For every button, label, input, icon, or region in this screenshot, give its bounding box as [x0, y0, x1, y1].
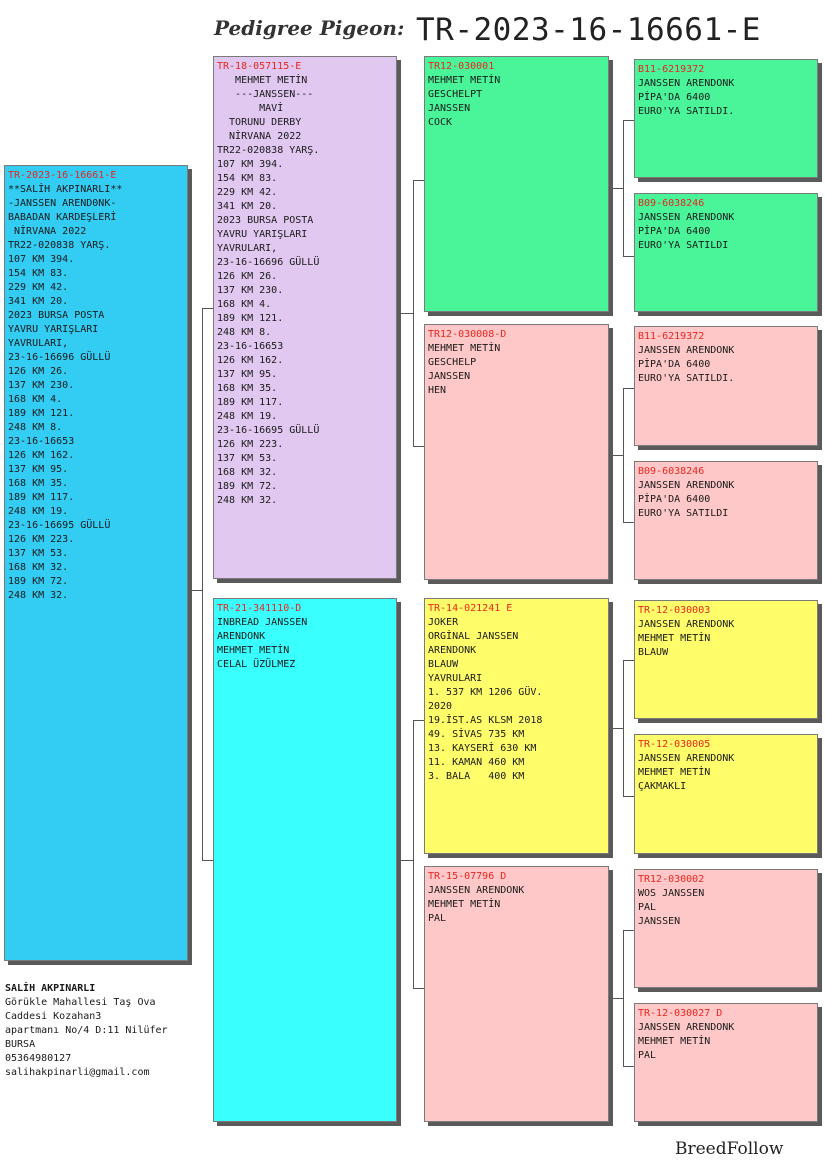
pigeon-details: MEHMET METİN GESCHELPT JANSSEN COCK [428, 75, 501, 128]
connector-line [623, 1066, 634, 1067]
brand-logo-text: BreedFollow [675, 1139, 784, 1159]
ring-number: TR-14-021241 E [428, 603, 513, 614]
page-title-ring: TR-2023-16-16661-E [416, 12, 761, 48]
connector-line [623, 388, 624, 522]
great-grandparent-card[interactable]: B09-6038246 JANSSEN ARENDONK PİPA'DA 640… [634, 461, 818, 580]
subject-pigeon-card[interactable]: TR-2023-16-16661-E **SALİH AKPINARLI** -… [4, 165, 188, 961]
owner-name: SALİH AKPINARLI [5, 983, 96, 994]
great-grandparent-card[interactable]: B11-6219372 JANSSEN ARENDONK PİPA'DA 640… [634, 326, 818, 446]
owner-address-line: apartmanı No/4 D:11 Nilüfer [5, 1025, 168, 1036]
pigeon-details: JANSSEN ARENDONK MEHMET METİN BLAUW [638, 619, 735, 658]
connector-line [623, 660, 634, 661]
page-title-label: Pedigree Pigeon: [214, 16, 405, 40]
connector-line [413, 446, 424, 447]
connector-line [398, 313, 413, 314]
connector-line [610, 188, 623, 189]
ring-number: TR-15-07796 D [428, 871, 507, 882]
connector-line [610, 728, 623, 729]
owner-address-line: Caddesi Kozahan3 [5, 1011, 102, 1022]
grandsire-maternal-card[interactable]: TR-14-021241 E JOKER ORGİNAL JANSSEN ARE… [424, 598, 609, 854]
owner-address-line: BURSA [5, 1039, 36, 1050]
pigeon-details: **SALİH AKPINARLI** -JANSSEN AREND0NK- B… [8, 184, 123, 601]
ring-number: TR12-030002 [638, 874, 705, 885]
connector-line [202, 308, 203, 860]
connector-line [623, 120, 634, 121]
pigeon-details: MEHMET METİN GESCHELP JANSSEN HEN [428, 343, 501, 396]
pigeon-details: WOS JANSSEN PAL JANSSEN [638, 888, 705, 927]
connector-line [413, 988, 424, 989]
pigeon-details: JANSSEN ARENDONK PİPA'DA 6400 EURO'YA SA… [638, 212, 735, 251]
connector-line [623, 120, 624, 256]
ring-number: TR-18-057115-E [217, 61, 302, 72]
ring-number: B11-6219372 [638, 331, 705, 342]
ring-number: TR-21-341110-D [217, 603, 302, 614]
ring-number: TR-12-030003 [638, 605, 711, 616]
granddam-maternal-card[interactable]: TR-15-07796 D JANSSEN ARENDONK MEHMET ME… [424, 866, 609, 1122]
connector-line [189, 590, 202, 591]
connector-line [202, 308, 213, 309]
great-grandparent-card[interactable]: TR-12-030003 JANSSEN ARENDONK MEHMET MET… [634, 600, 818, 719]
pigeon-details: JANSSEN ARENDONK MEHMET METİN ÇAKMAKLI [638, 753, 735, 792]
grandsire-paternal-card[interactable]: TR12-030001 MEHMET METİN GESCHELPT JANSS… [424, 56, 609, 312]
ring-number: TR-12-030027 D [638, 1008, 723, 1019]
pigeon-details: JANSSEN ARENDONK MEHMET METİN PAL [638, 1022, 735, 1061]
ring-number: B11-6219372 [638, 64, 705, 75]
owner-email[interactable]: salihakpinarli@gmail.com [5, 1067, 150, 1078]
ring-number: TR-2023-16-16661-E [8, 170, 117, 181]
great-grandparent-card[interactable]: B11-6219372 JANSSEN ARENDONK PİPA'DA 640… [634, 59, 818, 178]
connector-line [413, 180, 424, 181]
connector-line [413, 180, 414, 446]
great-grandparent-card[interactable]: TR-12-030005 JANSSEN ARENDONK MEHMET MET… [634, 734, 818, 854]
pigeon-details: JOKER ORGİNAL JANSSEN ARENDONK BLAUW YAV… [428, 617, 543, 782]
ring-number: TR12-030001 [428, 61, 495, 72]
ring-number: B09-6038246 [638, 466, 705, 477]
owner-phone: 05364980127 [5, 1053, 72, 1064]
great-grandparent-card[interactable]: TR-12-030027 D JANSSEN ARENDONK MEHMET M… [634, 1003, 818, 1122]
connector-line [413, 720, 424, 721]
connector-line [623, 930, 624, 1066]
connector-line [202, 860, 213, 861]
connector-line [623, 930, 634, 931]
ring-number: B09-6038246 [638, 198, 705, 209]
owner-address-line: Görükle Mahallesi Taş Ova [5, 997, 156, 1008]
owner-info: SALİH AKPINARLI Görükle Mahallesi Taş Ov… [5, 982, 168, 1080]
pigeon-details: JANSSEN ARENDONK PİPA'DA 6400 EURO'YA SA… [638, 78, 735, 117]
ring-number: TR12-030008-D [428, 329, 507, 340]
great-grandparent-card[interactable]: TR12-030002 WOS JANSSEN PAL JANSSEN [634, 869, 818, 988]
connector-line [413, 720, 414, 988]
sire-card[interactable]: TR-18-057115-E MEHMET METİN ---JANSSEN--… [213, 56, 397, 579]
ring-number: TR-12-030005 [638, 739, 711, 750]
dam-card[interactable]: TR-21-341110-D INBREAD JANSSEN ARENDONK … [213, 598, 397, 1122]
connector-line [623, 256, 634, 257]
connector-line [623, 388, 634, 389]
connector-line [610, 998, 623, 999]
pigeon-details: JANSSEN ARENDONK MEHMET METİN PAL [428, 885, 525, 924]
great-grandparent-card[interactable]: B09-6038246 JANSSEN ARENDONK PİPA'DA 640… [634, 193, 818, 312]
pigeon-details: JANSSEN ARENDONK PİPA'DA 6400 EURO'YA SA… [638, 480, 735, 519]
connector-line [623, 660, 624, 796]
granddam-paternal-card[interactable]: TR12-030008-D MEHMET METİN GESCHELP JANS… [424, 324, 609, 580]
pigeon-details: INBREAD JANSSEN ARENDONK MEHMET METİN CE… [217, 617, 308, 670]
connector-line [623, 796, 634, 797]
pigeon-details: JANSSEN ARENDONK PİPA'DA 6400 EURO'YA SA… [638, 345, 735, 384]
connector-line [398, 860, 413, 861]
connector-line [610, 455, 623, 456]
connector-line [623, 522, 634, 523]
pigeon-details: MEHMET METİN ---JANSSEN--- MAVİ TORUNU D… [217, 75, 320, 506]
